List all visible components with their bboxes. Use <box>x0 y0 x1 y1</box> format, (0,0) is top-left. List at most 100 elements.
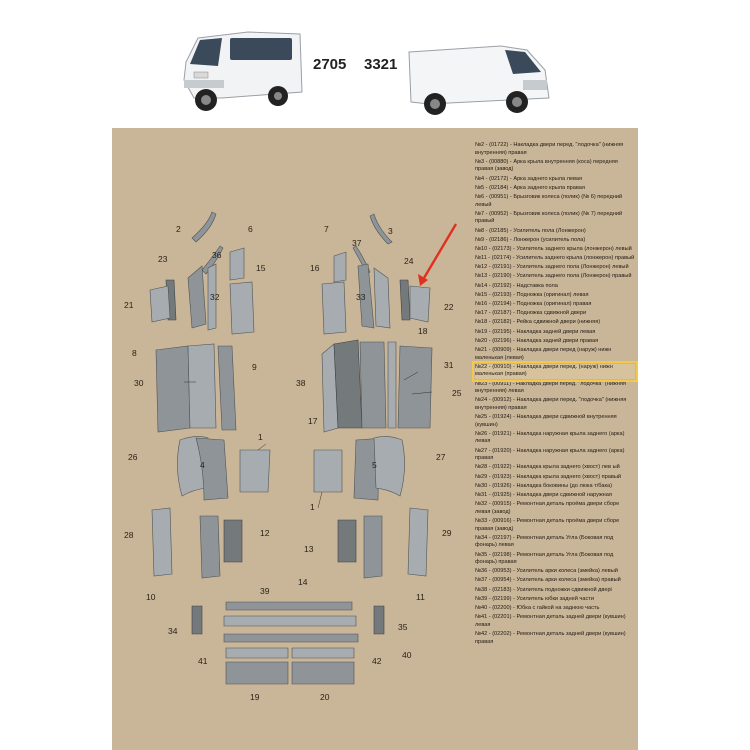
part-33 <box>357 263 375 329</box>
legend-item: №7 - (00952) - Брызговик колеса (полик) … <box>475 210 623 225</box>
legend-item: №28 - (01922) - Накладка крыла заднего (… <box>475 464 620 471</box>
label-39: 39 <box>260 586 270 596</box>
label-33: 33 <box>356 292 366 302</box>
label-6: 6 <box>248 224 253 234</box>
part-35 <box>373 605 385 635</box>
legend-item: №6 - (00951) - Брызговик колеса (полик) … <box>475 193 623 208</box>
legend-item: №25 - (01924) - Накладка двери сдвижной … <box>475 414 617 428</box>
label-28: 28 <box>124 530 134 540</box>
label-16: 16 <box>310 263 320 273</box>
label-18: 18 <box>418 326 428 336</box>
legend-item: №15 - (02193) - Подножка (оригинал) лева… <box>475 291 589 298</box>
header: 2705 3321 <box>0 0 750 128</box>
part-24 <box>399 279 411 321</box>
legend-item: №10 - (02173) - Усилитель заднего крыла … <box>475 245 632 252</box>
legend-item: №18 - (02182) - Рейка сдвижной двери (ни… <box>475 319 601 326</box>
legend-item: №14 - (02192) - Надставка пола <box>475 282 558 289</box>
legend-item: №38 - (02183) - Усилитель подножки сдвиж… <box>475 586 612 593</box>
legend-item: №29 - (01923) - Накладка крыла заднего (… <box>475 473 622 480</box>
legend-item: №12 - (02191) - Усилитель заднего пола (… <box>475 264 629 271</box>
part-22 <box>409 285 431 323</box>
label-3: 3 <box>388 226 393 236</box>
part-25 <box>359 341 387 429</box>
label-20: 20 <box>320 692 330 702</box>
label-30: 30 <box>134 378 144 388</box>
label-24: 24 <box>404 256 414 266</box>
part-15 <box>229 281 255 335</box>
legend-item: №11 - (02174) - Усилитель заднего крыла … <box>475 255 635 262</box>
part-20 <box>291 661 355 685</box>
legend-item: №24 - (00912) - Накладка двери перед. "л… <box>475 397 627 411</box>
part-14 <box>223 615 357 627</box>
part-1a <box>239 449 271 493</box>
legend-item: №27 - (01920) - Накладка наружная крыла … <box>475 447 625 462</box>
part-13 <box>337 519 357 563</box>
label-7: 7 <box>324 224 329 234</box>
legend-item: №21 - (00909) - Накладка двери перед (на… <box>475 346 612 361</box>
legend-item: №17 - (02187) - Подножка сдвижной двери <box>475 310 587 317</box>
label-15: 15 <box>256 263 266 273</box>
label-29: 29 <box>442 528 452 538</box>
part-6 <box>229 247 245 281</box>
label-31: 31 <box>444 360 454 370</box>
part-33b <box>373 267 391 329</box>
label-5: 5 <box>372 460 377 470</box>
van-3321-image <box>408 45 550 115</box>
part-12 <box>223 519 243 563</box>
legend-item: №5 - (02184) - Арка заднего крыла правая <box>475 184 585 191</box>
part-17 <box>333 339 363 429</box>
legend-item: №34 - (02197) - Ремонтная деталь Угла (Б… <box>475 534 614 549</box>
legend-item: №9 - (02186) - Лонжерон (усилитель пола) <box>475 236 586 243</box>
label-13: 13 <box>304 544 314 554</box>
label-40: 40 <box>402 650 412 660</box>
legend-item: №30 - (01926) - Накладка боковины (до лю… <box>475 482 613 489</box>
label-23: 23 <box>158 254 168 264</box>
legend-item: №36 - (00953) - Усилитель арки колеса (з… <box>475 568 618 575</box>
part-3 <box>369 213 393 245</box>
legend-item: №13 - (02190) - Усилитель заднего пола (… <box>475 273 632 280</box>
van-2705-image <box>183 31 303 111</box>
part-30 <box>155 345 191 433</box>
label-32: 32 <box>210 292 220 302</box>
label-22: 22 <box>444 302 454 312</box>
legend-item: №20 - (02196) - Накладка задней двери пр… <box>475 337 599 344</box>
label-34: 34 <box>168 626 178 636</box>
label-25: 25 <box>452 388 462 398</box>
legend-item: №32 - (00915) - Ремонтная деталь проёма … <box>475 501 620 515</box>
legend-item: №3 - (00880) - Арка крыла внутренняя (ко… <box>475 158 618 173</box>
legend-item: №37 - (00954) - Усилитель арки колеса (з… <box>475 577 621 584</box>
parts-panel: 2 36 6 23 15 21 32 7 37 3 16 24 33 22 18… <box>112 128 638 750</box>
label-35: 35 <box>398 622 408 632</box>
legend-item: №16 - (02194) - Подножка (оригинал) прав… <box>475 301 592 307</box>
part-11 <box>363 515 383 579</box>
label-42: 42 <box>372 656 382 666</box>
legend-item: №4 - (02172) - Арка заднего крыла левая <box>475 175 583 182</box>
label-36: 36 <box>212 250 222 260</box>
part-39 <box>225 601 353 611</box>
part-32 <box>187 265 207 329</box>
label-10: 10 <box>146 592 156 602</box>
label-8: 8 <box>132 348 137 358</box>
label-9: 9 <box>252 362 257 372</box>
part-29 <box>407 507 429 577</box>
label-1b: 1 <box>310 502 315 512</box>
part-9 <box>217 345 237 431</box>
label-14: 14 <box>298 577 308 587</box>
legend-item: №26 - (01921) - Накладка наружная крыла … <box>475 430 625 445</box>
label-38: 38 <box>296 378 306 388</box>
parts-legend: №2 - (01722) - Накладка двери перед. "ло… <box>472 142 638 648</box>
model-label-left: 2705 <box>313 56 347 73</box>
label-19: 19 <box>250 692 260 702</box>
part-19 <box>225 661 289 685</box>
red-arrow-icon <box>422 223 458 279</box>
part-2 <box>191 211 217 243</box>
label-4: 4 <box>200 460 205 470</box>
part-21 <box>149 285 171 323</box>
part-16 <box>321 281 347 335</box>
part-28 <box>151 507 173 577</box>
part-31 <box>397 345 433 429</box>
label-21: 21 <box>124 300 134 310</box>
legend-item-highlighted: №22 - (00910) - Накладка двери перед. (н… <box>472 360 638 382</box>
legend-item: №8 - (02185) - Усилитель пола (Лонжерон) <box>475 227 586 234</box>
legend-item: №19 - (02195) - Накладка задней двери ле… <box>475 328 596 335</box>
